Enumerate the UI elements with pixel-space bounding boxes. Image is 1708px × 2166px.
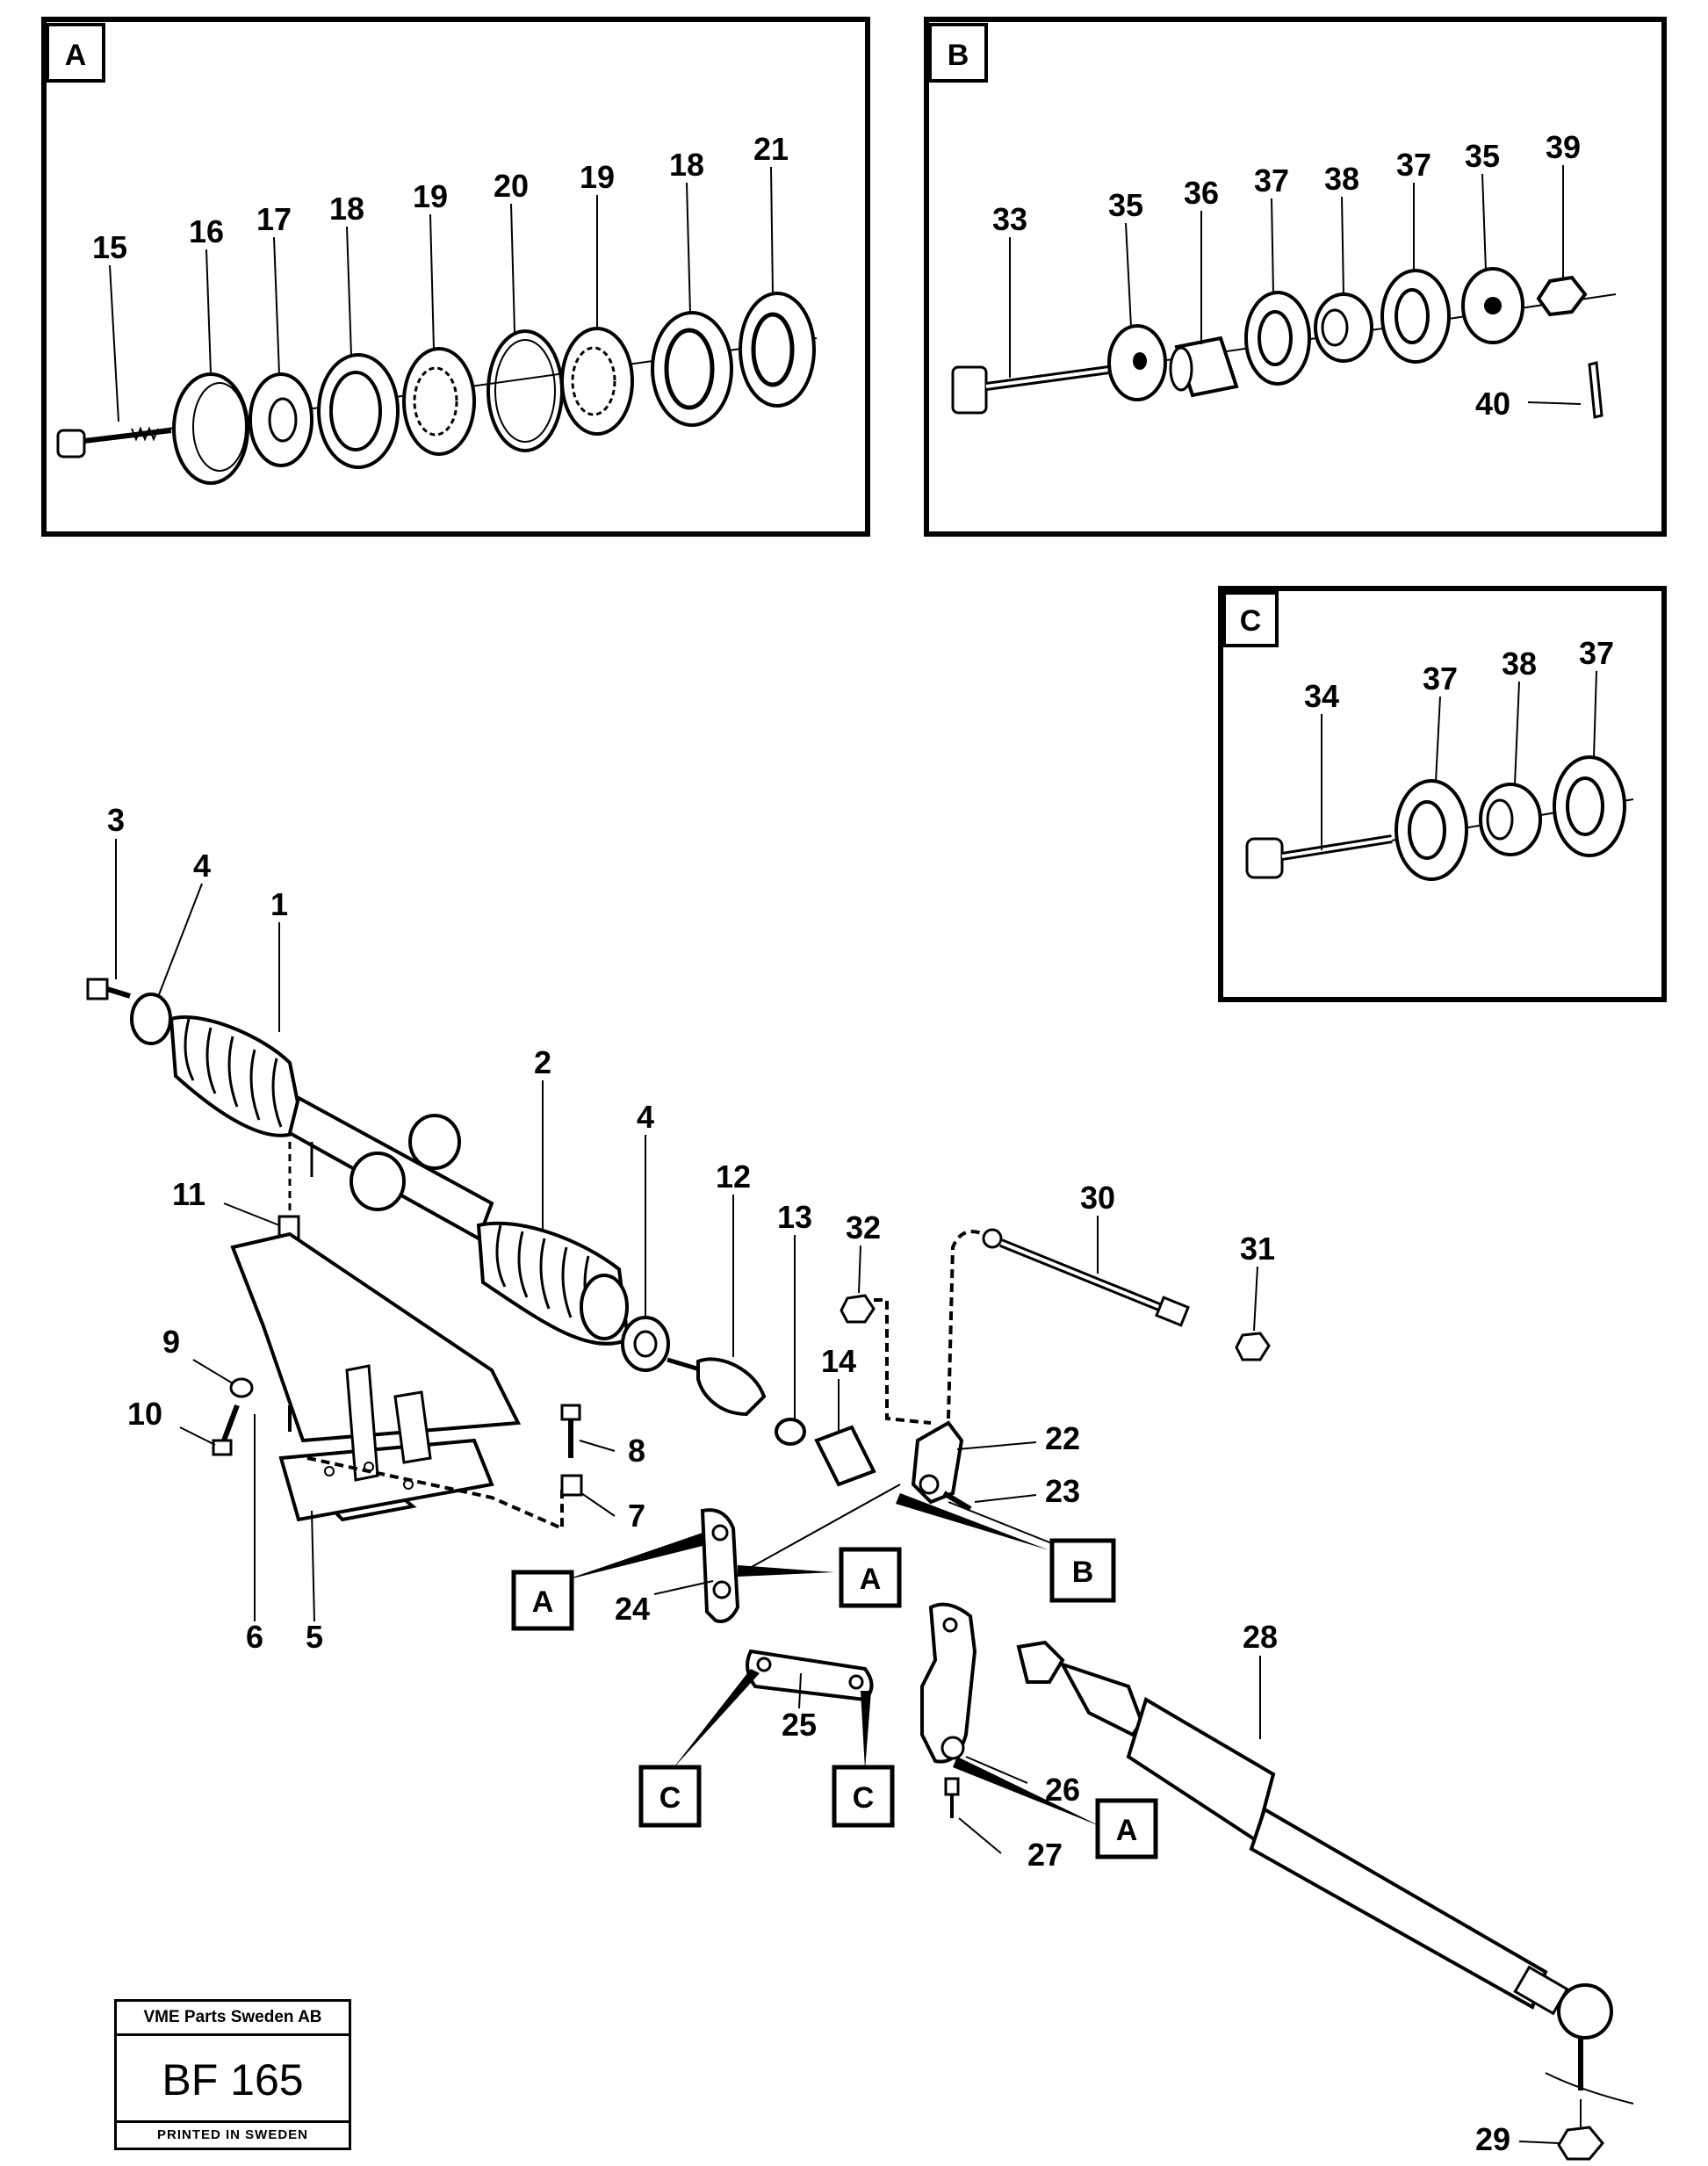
- part-label: 9: [162, 1324, 180, 1360]
- inset-b: B 33 35 36 37 38: [924, 17, 1667, 537]
- inset-c: C 34 37 38 37: [1218, 586, 1667, 1002]
- part-label: 8: [628, 1433, 645, 1469]
- callout-a: A: [860, 1563, 882, 1596]
- part-label: 13: [777, 1199, 812, 1235]
- inset-a: A 15 16: [41, 17, 870, 537]
- part-label: 34: [1304, 678, 1339, 714]
- part-label: 28: [1243, 1619, 1278, 1655]
- part-label: 30: [1080, 1180, 1115, 1216]
- inset-a-tag: A: [65, 39, 87, 72]
- stamp-code: BF 165: [162, 2055, 304, 2105]
- part-label: 37: [1423, 661, 1458, 697]
- inset-c-tag: C: [1240, 604, 1262, 638]
- callout-boxes: A A B C C A: [511, 1538, 1158, 1859]
- part-label: 27: [1027, 1837, 1063, 1873]
- part-label: 3: [107, 802, 125, 838]
- part-label: 19: [413, 178, 448, 214]
- part-label: 18: [669, 147, 704, 183]
- part-label: 6: [246, 1619, 263, 1655]
- part-label: 24: [615, 1591, 650, 1627]
- stamp-company: VME Parts Sweden AB: [117, 2002, 349, 2036]
- part-label: 15: [92, 229, 127, 265]
- part-label: 32: [846, 1209, 881, 1245]
- part-label: 22: [1045, 1420, 1080, 1456]
- part-label: 31: [1240, 1231, 1275, 1267]
- inset-b-tag: B: [948, 39, 969, 72]
- callout-c: C: [659, 1781, 681, 1815]
- part-label: 33: [992, 201, 1027, 237]
- bolt-part: [56, 426, 172, 458]
- part-label: 29: [1475, 2121, 1510, 2157]
- part-label: 7: [628, 1498, 645, 1534]
- part-label: 14: [821, 1343, 856, 1379]
- part-label: 10: [127, 1396, 162, 1432]
- callout-a: A: [1116, 1814, 1138, 1847]
- part-label: 40: [1475, 386, 1510, 422]
- part-label: 17: [256, 201, 292, 237]
- part-label: 12: [716, 1159, 751, 1195]
- main-assembly: [86, 978, 1634, 2161]
- part-label: 16: [189, 213, 224, 249]
- part-label: 4: [193, 848, 211, 884]
- part-label: 18: [329, 191, 364, 227]
- part-label: 37: [1396, 147, 1431, 183]
- part-label: 4: [637, 1099, 654, 1135]
- part-label: 39: [1546, 129, 1581, 165]
- part-label: 36: [1184, 175, 1219, 211]
- part-label: 19: [580, 159, 615, 195]
- part-label: 25: [782, 1707, 817, 1743]
- part-label: 20: [494, 168, 529, 204]
- part-label: 35: [1465, 138, 1500, 174]
- parts-stamp: VME Parts Sweden AB BF 165 PRINTED IN SW…: [114, 1999, 351, 2150]
- part-label: 37: [1579, 635, 1614, 671]
- part-label: 23: [1045, 1473, 1080, 1509]
- callout-c: C: [853, 1781, 875, 1815]
- part-label: 35: [1108, 187, 1143, 223]
- part-label: 21: [753, 131, 789, 167]
- part-label: 38: [1502, 646, 1537, 682]
- callout-b: B: [1072, 1556, 1094, 1589]
- main-labels: 3 4 1 2 4 12 13 32 30 31 14 22 23 11 9 1…: [107, 802, 1560, 2157]
- part-label: 11: [172, 1176, 205, 1212]
- stamp-printed: PRINTED IN SWEDEN: [117, 2120, 349, 2148]
- part-label: 2: [534, 1044, 551, 1080]
- part-label: 5: [306, 1619, 323, 1655]
- part-label: 1: [270, 886, 288, 922]
- part-label: 37: [1254, 162, 1289, 199]
- part-label: 38: [1324, 161, 1359, 197]
- part-label: 26: [1045, 1772, 1080, 1808]
- callout-a: A: [532, 1585, 554, 1619]
